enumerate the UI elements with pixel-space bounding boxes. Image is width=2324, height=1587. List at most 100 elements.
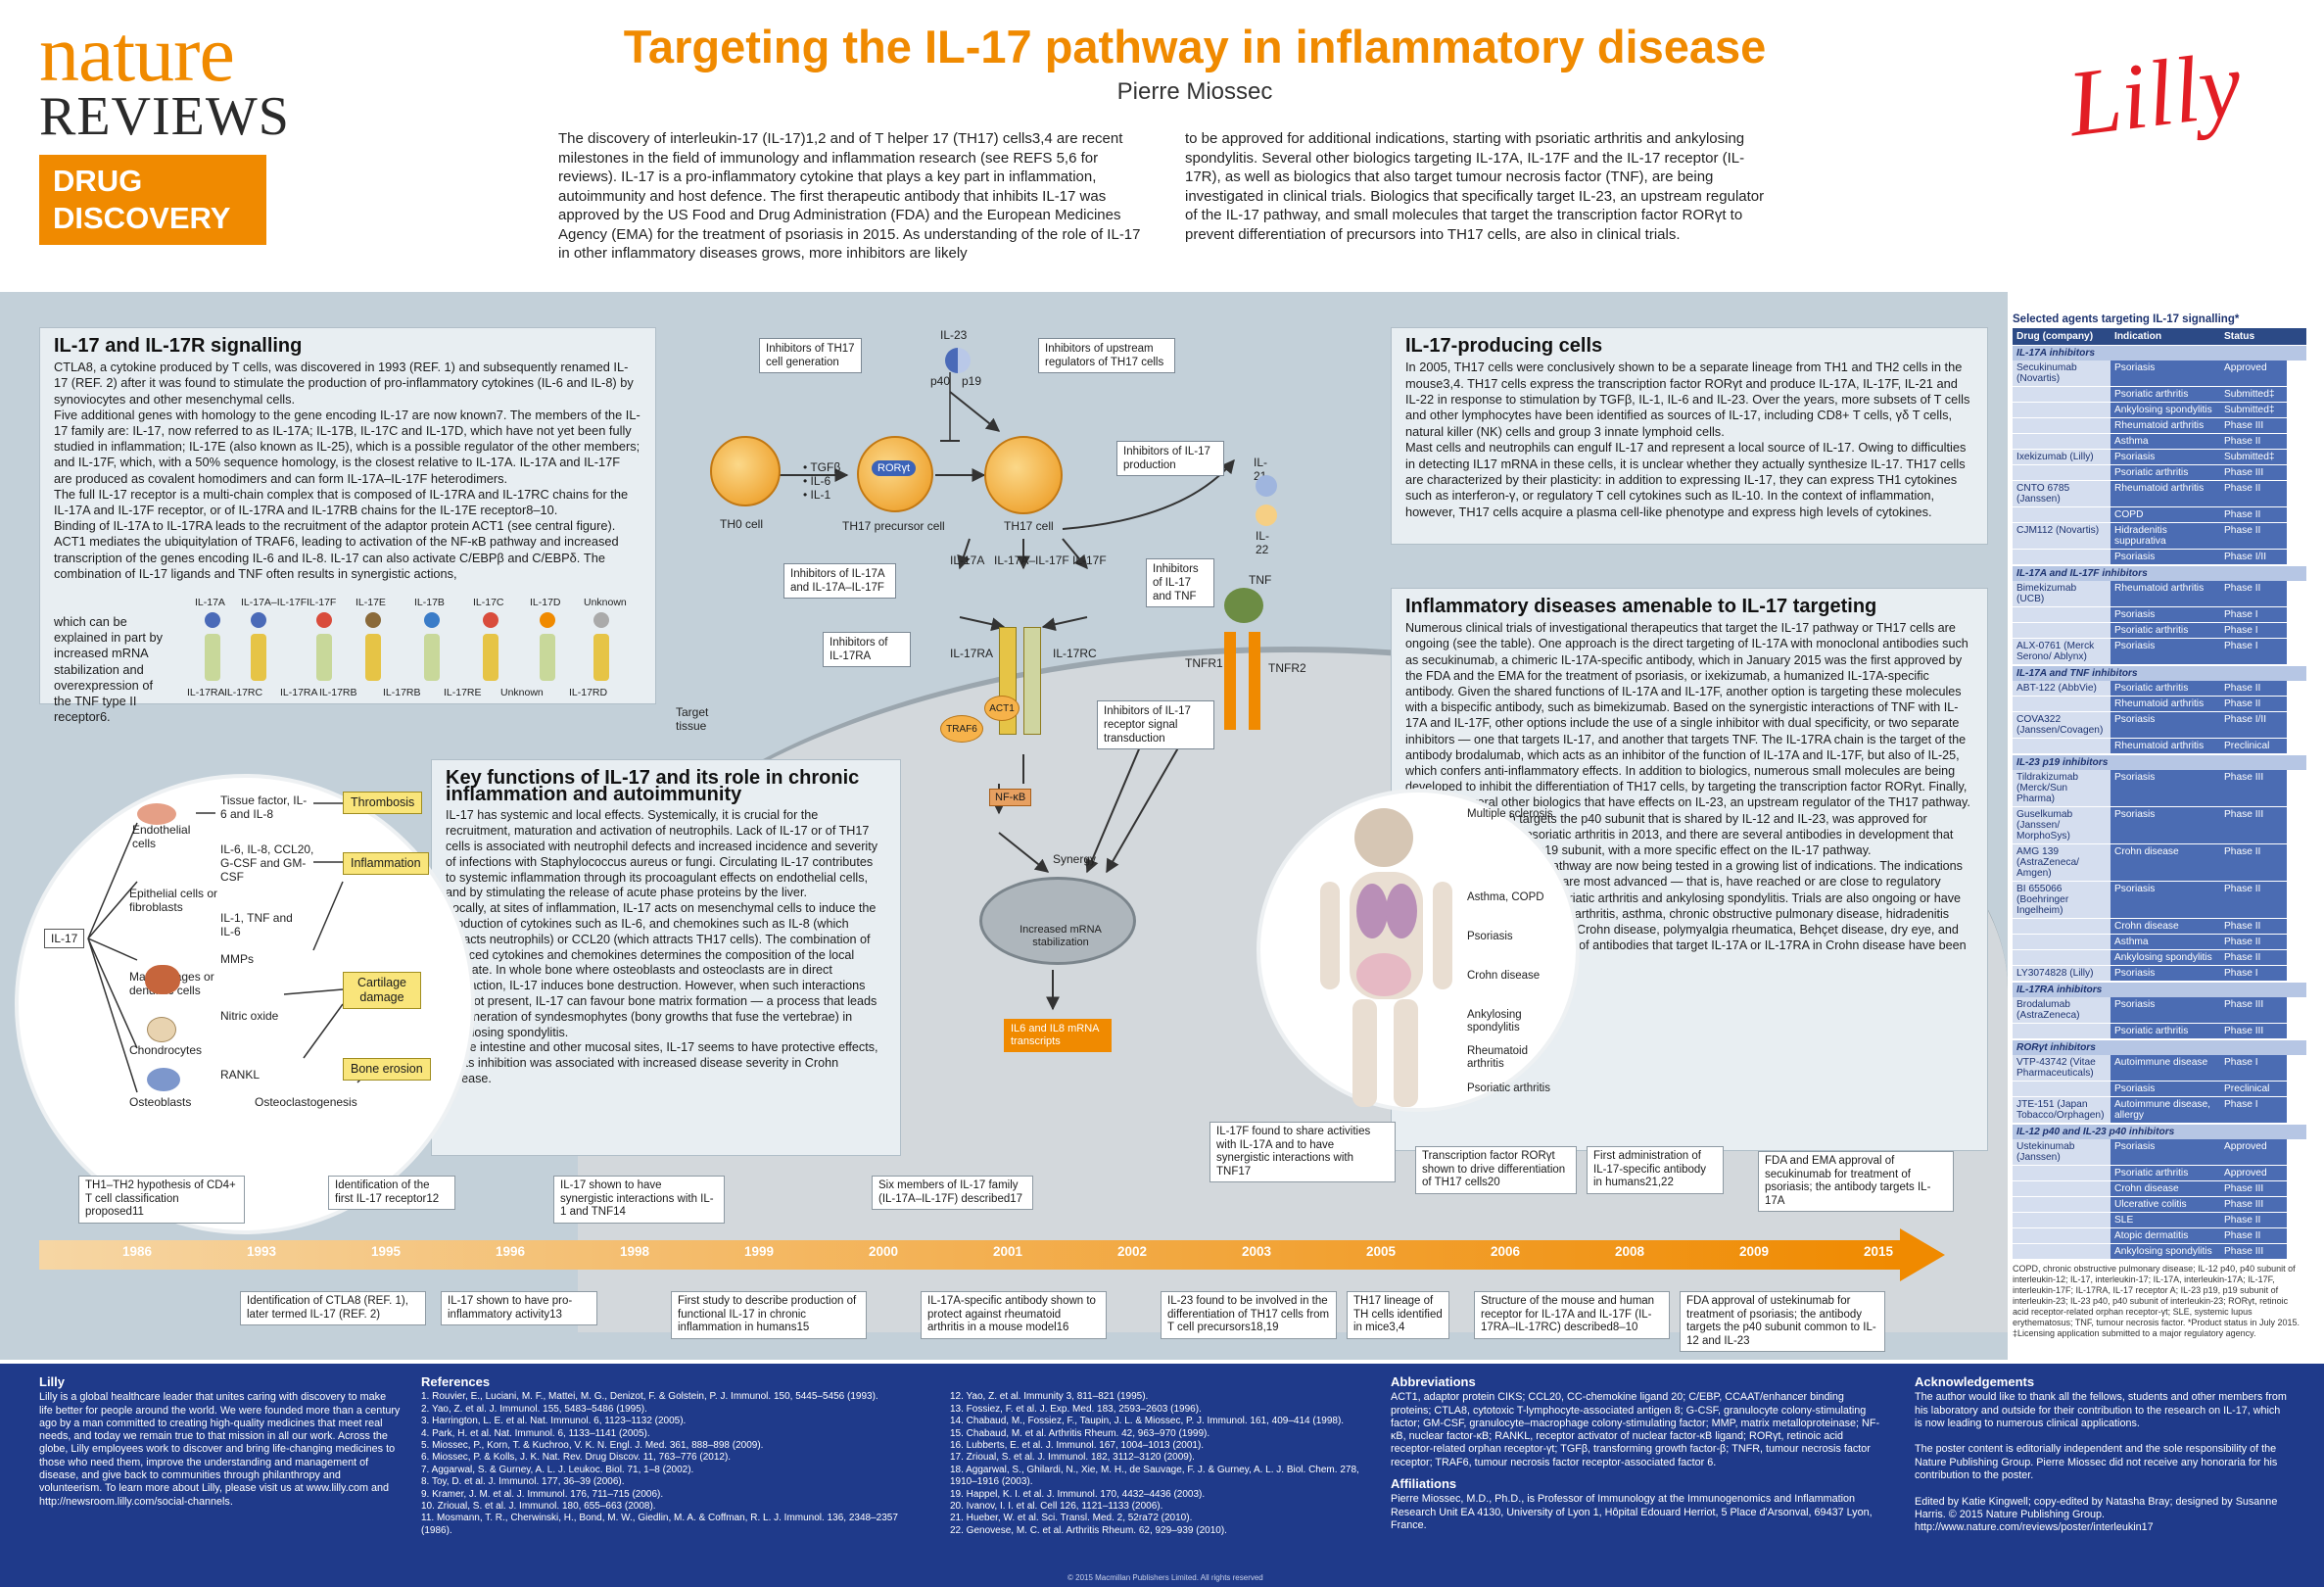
abbreviations-text: ACT1, adaptor protein CIKS; CCL20, CC-ch… xyxy=(1391,1391,1880,1468)
timeline-event-bottom: IL-17 shown to have pro-inflammatory act… xyxy=(441,1291,597,1325)
agents-table: Selected agents targeting IL-17 signalli… xyxy=(2013,313,2306,1339)
table-cell: Phase II xyxy=(2220,681,2287,696)
timeline-year: 2009 xyxy=(1739,1244,1770,1259)
table-cell: Rheumatoid arthritis xyxy=(2111,418,2220,433)
table-cell xyxy=(2013,387,2111,402)
table-cell: Phase III xyxy=(2220,1181,2287,1196)
timeline-year: 2005 xyxy=(1366,1244,1397,1259)
timeline-year: 2002 xyxy=(1117,1244,1148,1259)
table-cell xyxy=(2013,403,2111,417)
footer-lilly-text: Lilly is a global healthcare leader that… xyxy=(39,1391,401,1508)
tnf-trimer xyxy=(1224,588,1263,623)
table-cell: Phase II xyxy=(2220,882,2287,918)
nucleus: Increased mRNA stabilization xyxy=(979,877,1136,965)
table-cell: Ixekizumab (Lilly) xyxy=(2013,450,2111,464)
table-cell: Phase II xyxy=(2220,434,2287,449)
table-cell: Phase I/II xyxy=(2220,550,2287,564)
table-cell: Ulcerative colitis xyxy=(2111,1197,2220,1212)
affiliations-text: Pierre Miossec, M.D., Ph.D., is Professo… xyxy=(1391,1493,1873,1531)
disease-label: Multiple sclerosis xyxy=(1467,808,1553,820)
table-row: VTP-43742 (Vitae Pharmaceuticals)Autoimm… xyxy=(2013,1055,2306,1082)
logo-drug-discovery: DRUG DISCOVERY xyxy=(39,155,266,245)
functions-arrows xyxy=(87,802,373,1093)
tnfr2-label: TNFR2 xyxy=(1268,661,1306,675)
table-cell: Psoriasis xyxy=(2111,1082,2220,1096)
table-cell: ABT-122 (AbbVie) xyxy=(2013,681,2111,696)
table-cell: Phase I xyxy=(2220,966,2287,981)
receptor-mark xyxy=(424,634,440,681)
epithelial-cells: Epithelial cells or fibroblasts xyxy=(129,887,218,914)
producing-panel: IL-17-producing cells In 2005, TH17 cell… xyxy=(1391,327,1988,545)
table-cell: Rheumatoid arthritis xyxy=(2111,581,2220,606)
outcome-bone-erosion: Bone erosion xyxy=(343,1058,431,1081)
timeline-event-top: IL-17 shown to have synergistic interact… xyxy=(553,1176,725,1224)
table-cell: Psoriasis xyxy=(2111,966,2220,981)
mediator-tissue-factor: Tissue factor, IL-6 and IL-8 xyxy=(220,794,308,821)
inhibitor-signal-transduction: Inhibitors of IL-17 receptor signal tran… xyxy=(1097,700,1214,749)
table-cell: Psoriasis xyxy=(2111,450,2220,464)
table-cell: Psoriasis xyxy=(2111,997,2220,1023)
timeline-event-top: Transcription factor RORγt shown to driv… xyxy=(1415,1146,1577,1194)
factor-il1: • IL-1 xyxy=(803,488,831,502)
table-header: Drug (company) Indication Status xyxy=(2013,328,2306,345)
disease-label: Ankylosing spondylitis xyxy=(1467,1009,1522,1034)
disease-label: Psoriatic arthritis xyxy=(1467,1082,1550,1094)
table-cell: Psoriatic arthritis xyxy=(2111,623,2220,638)
table-cell: Phase III xyxy=(2220,1024,2287,1038)
table-footnote: COPD, chronic obstructive pulmonary dise… xyxy=(2013,1264,2300,1338)
receptor-label: IL-17RB xyxy=(383,687,421,698)
th0-label: TH0 cell xyxy=(720,517,764,531)
timeline-year: 2006 xyxy=(1491,1244,1521,1259)
table-cell: JTE-151 (Japan Tobacco/Orphagen) xyxy=(2013,1097,2111,1123)
factor-il6: • IL-6 xyxy=(803,474,831,488)
table-cell: Psoriasis xyxy=(2111,550,2220,564)
table-cell: Phase I xyxy=(2220,1097,2287,1123)
table-cell: Phase III xyxy=(2220,807,2287,843)
table-cell: Phase I xyxy=(2220,623,2287,638)
footer-references: References 1. Rouvier, E., Luciani, M. F… xyxy=(421,1375,1400,1537)
ligand-label: IL-17D xyxy=(530,597,561,608)
inhibitor-il17ra: Inhibitors of IL-17RA xyxy=(823,632,911,667)
table-cell: Psoriatic arthritis xyxy=(2111,387,2220,402)
timeline-year: 2000 xyxy=(869,1244,899,1259)
table-cell: Phase III xyxy=(2220,997,2287,1023)
table-cell: Phase II xyxy=(2220,507,2287,522)
table-cell: Psoriasis xyxy=(2111,361,2220,386)
ligand-mark xyxy=(483,612,498,628)
th17-label: TH17 cell xyxy=(1004,519,1054,533)
table-cell: Phase II xyxy=(2220,1213,2287,1227)
table-cell: Guselkumab (Janssen/ MorphoSys) xyxy=(2013,807,2111,843)
receptor-label: IL-17RA xyxy=(280,687,318,698)
receptor-mark xyxy=(593,634,609,681)
table-category: IL-17A and IL-17F inhibitors xyxy=(2013,566,2306,581)
poster-author: Pierre Miossec xyxy=(1116,78,1273,105)
acknowledgements-heading: Acknowledgements xyxy=(1915,1374,2035,1389)
table-cell: Preclinical xyxy=(2220,1082,2287,1096)
tnfr2-chain xyxy=(1249,632,1260,730)
table-row: CJM112 (Novartis)Hidradenitis suppurativ… xyxy=(2013,523,2306,550)
signalling-text: CTLA8, a cytokine produced by T cells, w… xyxy=(54,360,640,581)
il6-il8-transcripts: IL6 and IL8 mRNA transcripts xyxy=(1004,1019,1112,1052)
inhibitor-il17-tnf: Inhibitors of IL-17 and TNF xyxy=(1146,558,1214,607)
ligand-label: IL-17E xyxy=(356,597,386,608)
il17ra-label: IL-17RA xyxy=(950,647,994,660)
table-cell: Psoriatic arthritis xyxy=(2111,681,2220,696)
outcome-thrombosis: Thrombosis xyxy=(343,792,423,814)
ligand-mark xyxy=(424,612,440,628)
table-cell: Psoriasis xyxy=(2111,712,2220,738)
table-cell: Phase II xyxy=(2220,919,2287,934)
act1-adaptor: ACT1 xyxy=(984,696,1020,721)
table-cell xyxy=(2013,623,2111,638)
induction-factors: • TGFβ • IL-6 • IL-1 xyxy=(803,460,840,502)
table-cell: Phase I xyxy=(2220,1055,2287,1081)
table-cell: Phase II xyxy=(2220,935,2287,949)
mediator-mmps: MMPs xyxy=(220,952,254,966)
timeline-event-top: IL-17F found to share activities with IL… xyxy=(1209,1122,1396,1182)
table-cell: Approved xyxy=(2220,361,2287,386)
